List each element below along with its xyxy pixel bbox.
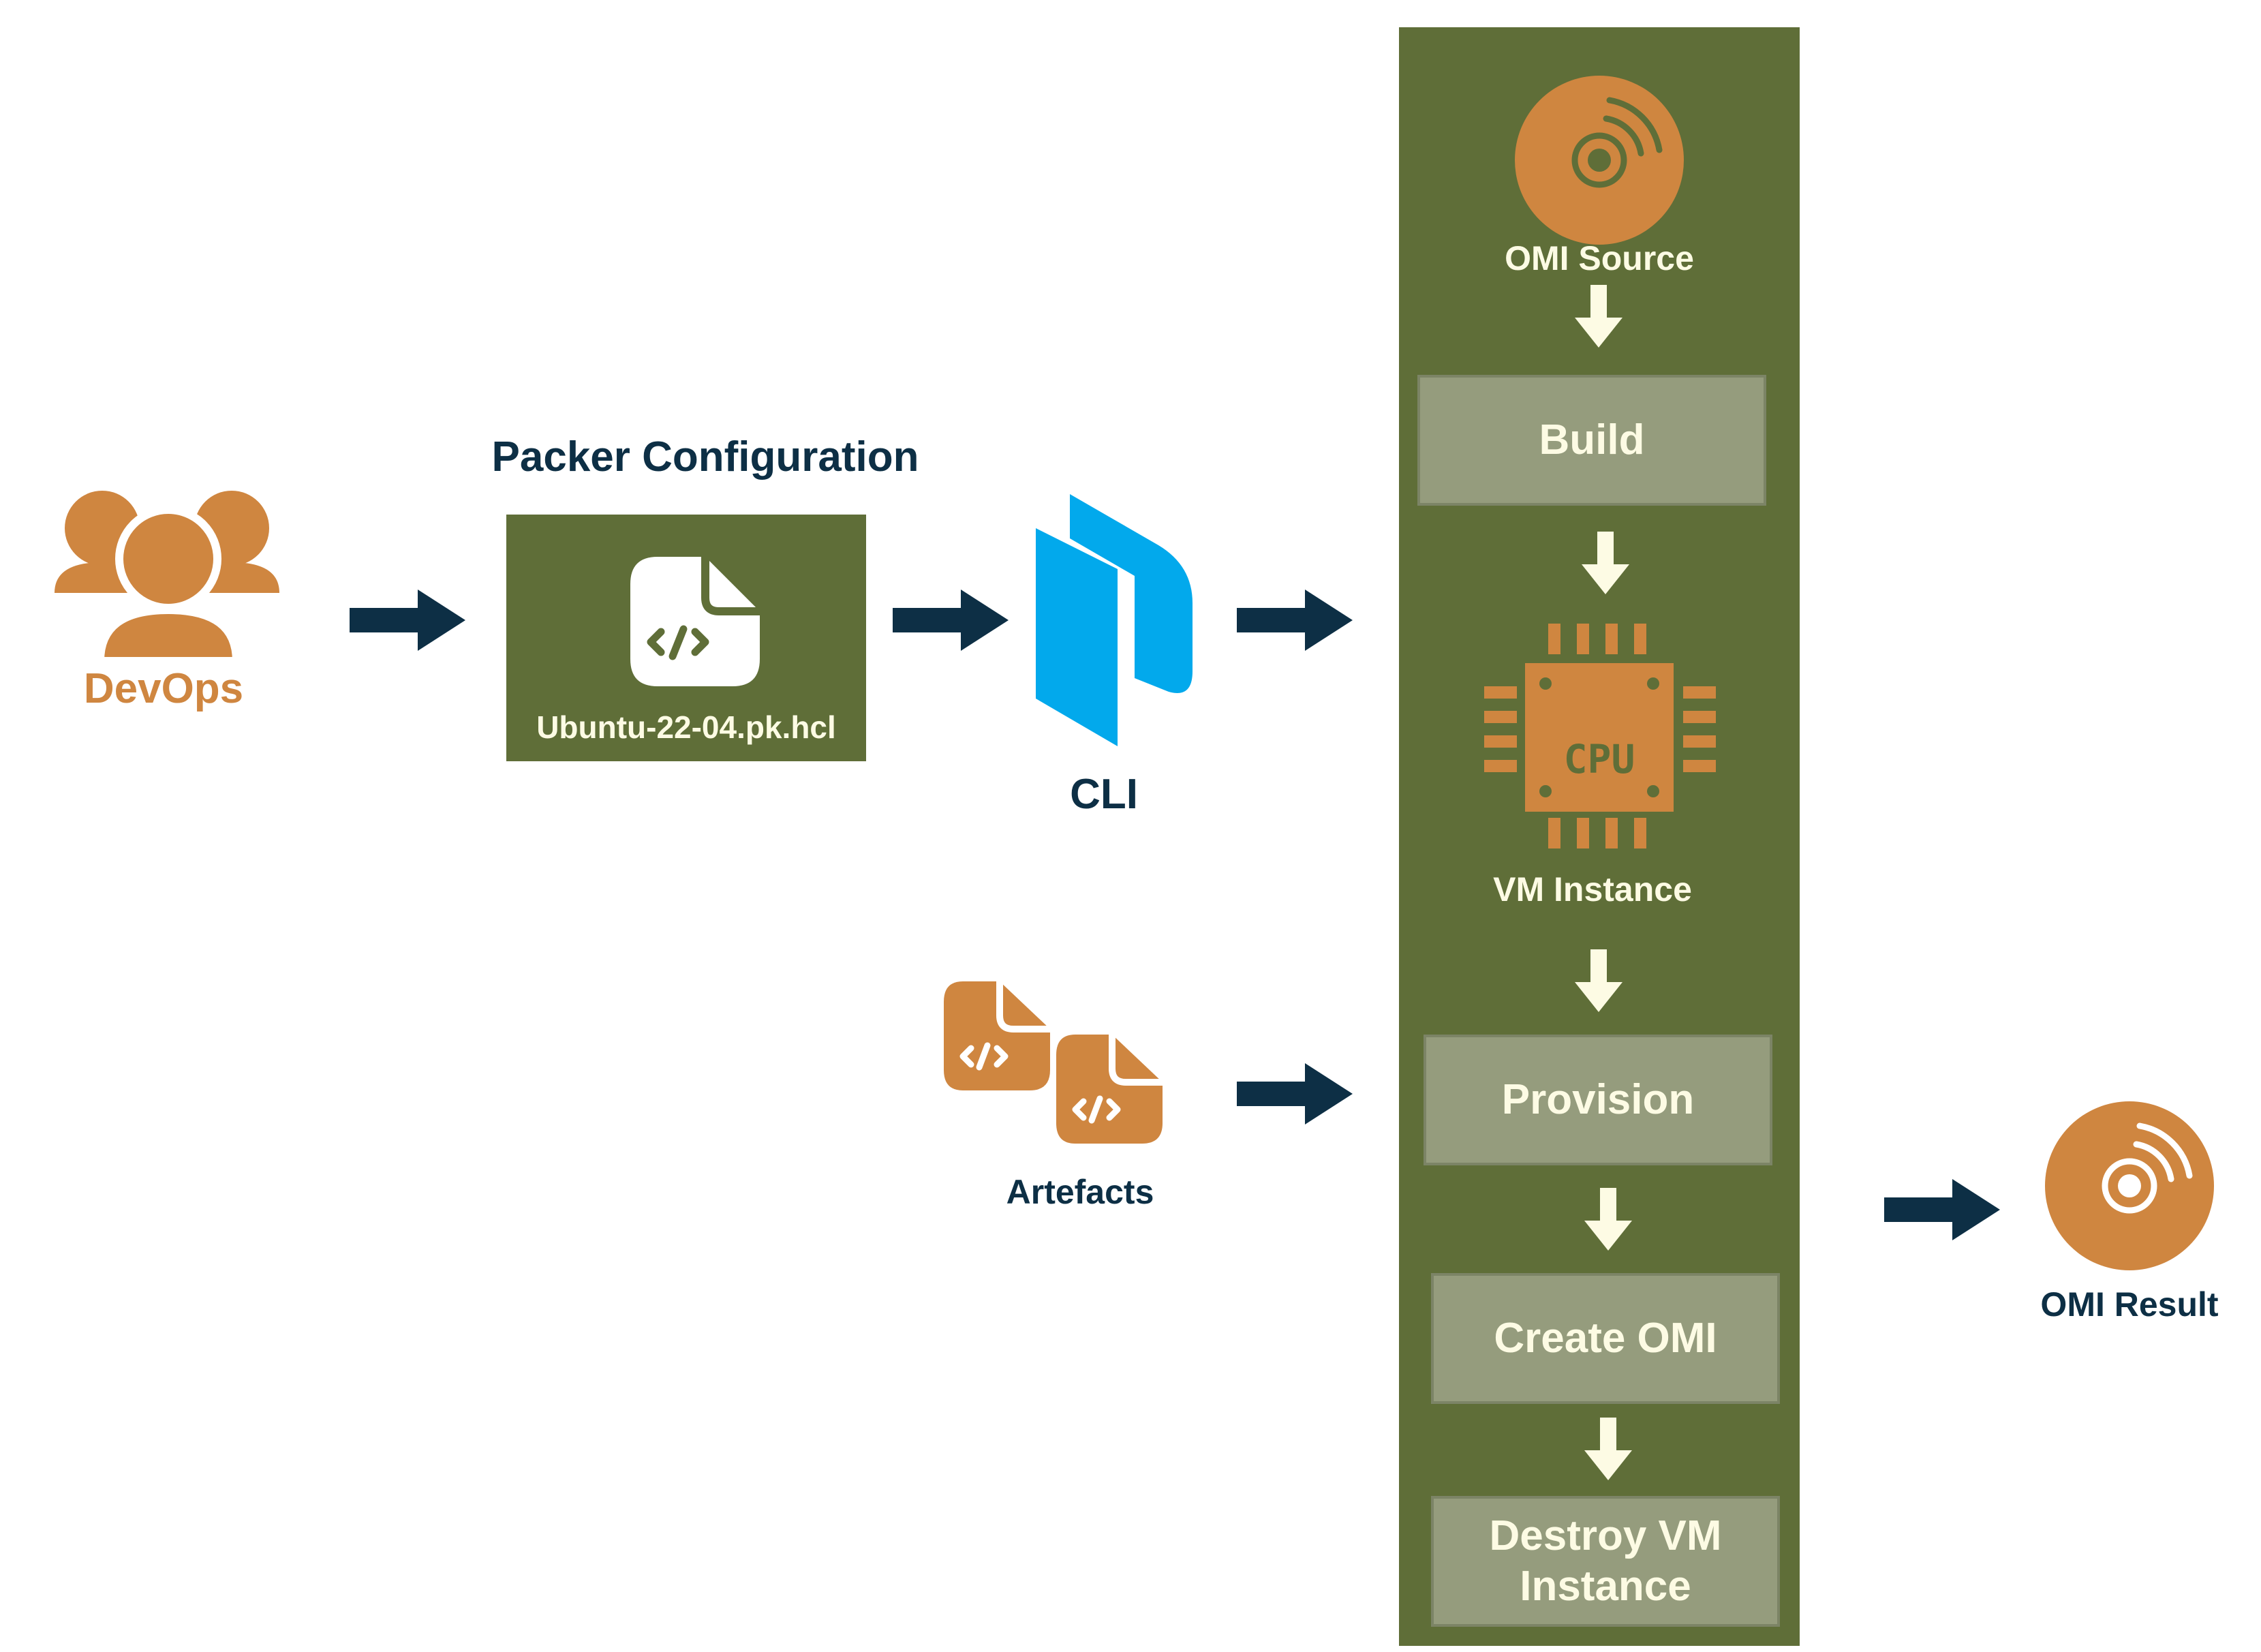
cli-label: CLI: [1070, 771, 1138, 818]
users-icon: [55, 491, 279, 665]
disc-icon: [1515, 76, 1684, 245]
arrow-right-icon: [1237, 1063, 1353, 1125]
arrow-right-icon: [1884, 1179, 2000, 1240]
step-create-omi[interactable]: Create OMI: [1431, 1273, 1780, 1404]
arrow-down-icon: [1584, 1188, 1632, 1251]
disc-icon: [2045, 1101, 2214, 1270]
step-provision-label: Provision: [1501, 1075, 1695, 1123]
step-destroy-vm-label: Destroy VM Instance: [1489, 1512, 1722, 1610]
packer-logo-icon: [1036, 494, 1193, 746]
step-destroy-vm[interactable]: Destroy VM Instance: [1431, 1496, 1780, 1627]
cpu-icon: [1484, 624, 1716, 848]
arrow-down-icon: [1584, 1418, 1632, 1480]
artefacts-icon: [944, 981, 1163, 1144]
devops-label: DevOps: [83, 665, 244, 712]
vm-instance-label: VM Instance: [1493, 870, 1692, 908]
packer-config-title: Packer Configuration: [491, 433, 919, 480]
arrow-down-icon: [1582, 532, 1629, 594]
config-file-card[interactable]: Ubuntu-22-04.pk.hcl: [506, 515, 866, 761]
code-file-icon: [630, 557, 760, 686]
step-create-omi-label: Create OMI: [1494, 1314, 1717, 1362]
arrow-right-icon: [350, 590, 465, 651]
omi-source-label: OMI Source: [1505, 239, 1694, 277]
step-build[interactable]: Build: [1417, 375, 1766, 506]
cpu-text: CPU: [1563, 736, 1635, 782]
arrow-down-icon: [1575, 949, 1622, 1012]
config-file-name: Ubuntu-22-04.pk.hcl: [536, 709, 836, 745]
omi-result-label: OMI Result: [2040, 1285, 2219, 1324]
step-provision[interactable]: Provision: [1424, 1035, 1772, 1165]
build-pipeline-panel: OMI Source Build: [1399, 27, 1800, 1646]
artefacts-label: Artefacts: [1006, 1173, 1154, 1211]
arrow-right-icon: [1237, 590, 1353, 651]
step-build-label: Build: [1539, 416, 1645, 463]
arrow-right-icon: [893, 590, 1009, 651]
arrow-down-icon: [1575, 285, 1622, 348]
